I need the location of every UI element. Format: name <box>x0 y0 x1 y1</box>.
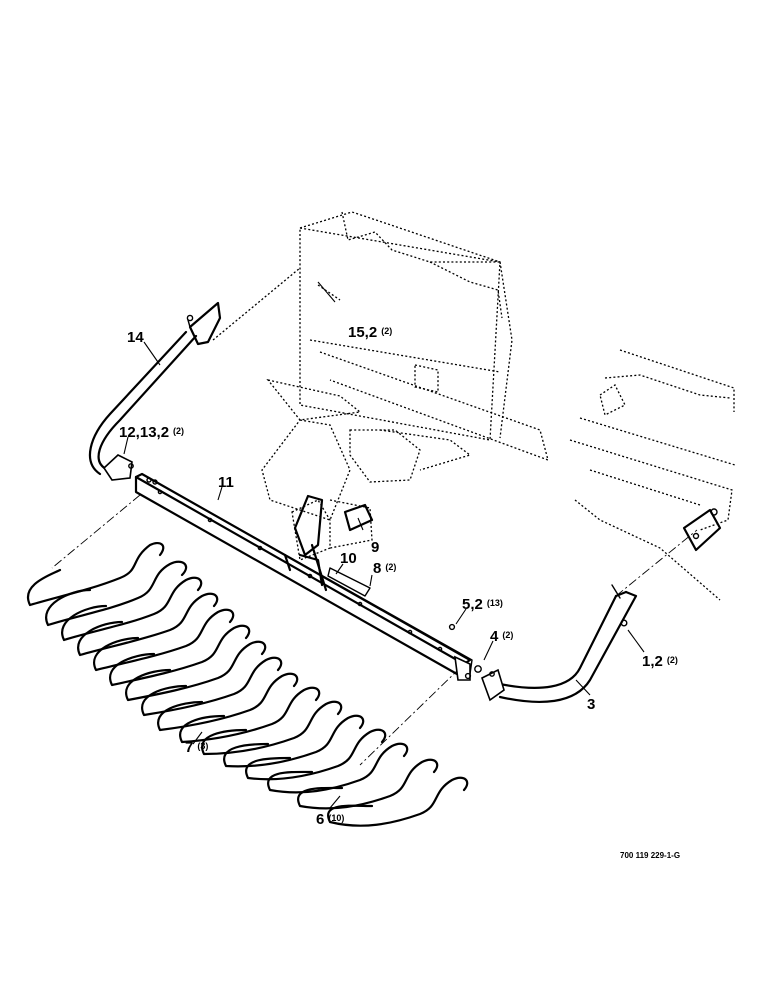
callout-6-quantity: (10) <box>328 813 344 823</box>
right-mounting-plate <box>682 508 722 552</box>
left-support-arm <box>89 301 222 481</box>
callout-4-quantity: (2) <box>502 630 513 640</box>
callout-5-quantity: (13) <box>487 598 503 608</box>
bar-brackets <box>283 494 374 597</box>
callout-1-quantity: (2) <box>667 655 678 665</box>
callout-9: 9 <box>371 539 379 556</box>
alignment-lines <box>51 494 698 766</box>
drawing-number: 700 119 229-1-G <box>620 851 680 860</box>
callout-6: 6(10) <box>316 811 344 828</box>
callout-8: 8(2) <box>373 560 396 577</box>
callout-7-quantity: (3) <box>197 741 208 751</box>
right-support-arm <box>481 584 638 704</box>
machine-frame-outline <box>212 211 549 561</box>
callout-1: 1,2(2) <box>642 653 678 670</box>
callout-15-quantity: (2) <box>381 326 392 336</box>
tine-springs <box>26 541 469 827</box>
hardware-fasteners <box>146 477 628 680</box>
callout-14: 14 <box>127 329 144 346</box>
callout-12-quantity: (2) <box>173 426 184 436</box>
callout-15: 15,2(2) <box>348 324 392 341</box>
callout-4: 4(2) <box>490 628 513 645</box>
callout-labels: 14 15,2(2) 12,13,2(2) 11 9 10 8(2) 5,2(13) 4(2) 1… <box>119 324 678 828</box>
callout-5: 5,2(13) <box>462 596 503 613</box>
callout-leaders <box>123 281 645 809</box>
side-housing-outline <box>569 349 736 601</box>
callout-11: 11 <box>218 474 234 491</box>
callout-3: 3 <box>587 696 595 713</box>
callout-10: 10 <box>340 550 357 567</box>
callout-12: 12,13,2(2) <box>119 424 184 441</box>
callout-8-quantity: (2) <box>385 562 396 572</box>
